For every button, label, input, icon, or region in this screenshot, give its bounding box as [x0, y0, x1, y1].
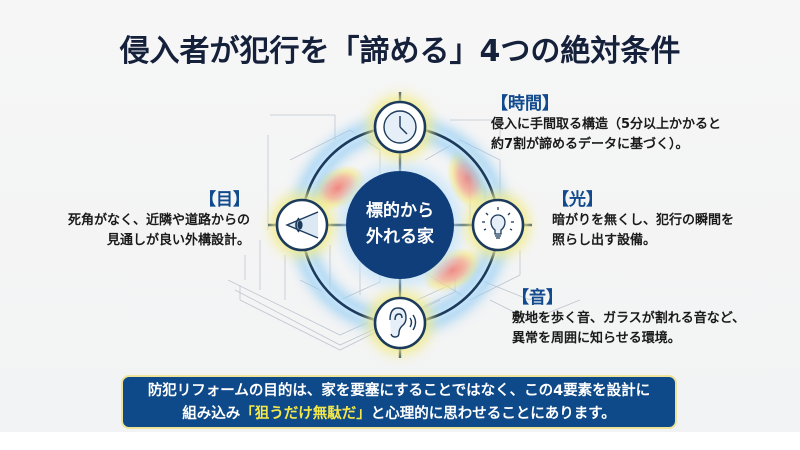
- banner-line2: 組み込み「狙うだけ無駄だ」と心理的に思わせることにあります。: [123, 403, 675, 426]
- lightbulb-icon: [482, 207, 514, 239]
- center-label-line1: 標的から: [366, 201, 434, 221]
- center-label: 標的から 外れる家: [340, 198, 460, 250]
- label-time-line2: 約7割が諦めるデータに基づく）。: [491, 137, 689, 152]
- node-eye: [275, 198, 329, 252]
- label-light-line2: 照らし出す設備。: [552, 233, 657, 248]
- node-time: [373, 100, 427, 154]
- summary-banner: 防犯リフォームの目的は、家を要塞にすることではなく、この4要素を設計に 組み込み…: [121, 375, 677, 429]
- banner-highlight: 「狙うだけ無駄だ」: [240, 406, 371, 422]
- banner-line1: 防犯リフォームの目的は、家を要塞にすることではなく、この4要素を設計に: [147, 383, 651, 399]
- infographic-canvas: 侵入者が犯行を「諦める」4つの絶対条件: [0, 0, 800, 432]
- label-light-heading: 【光】: [552, 190, 603, 210]
- clock-icon: [383, 110, 417, 144]
- label-sound: 【音】 敷地を歩く音、ガラスが割れる音など、 異常を周囲に知らせる環境。: [512, 287, 745, 349]
- label-time-line1: 侵入に手間取る構造（5分以上かかると: [491, 117, 722, 132]
- label-light: 【光】 暗がりを無くし、犯行の瞬間を 照らし出す設備。: [552, 189, 734, 251]
- diagram-art: [227, 92, 581, 358]
- label-time: 【時間】 侵入に手間取る構造（5分以上かかると 約7割が諦めるデータに基づく）。: [491, 93, 721, 155]
- page-title: 侵入者が犯行を「諦める」4つの絶対条件: [119, 34, 681, 69]
- label-eye: 【目】 死角がなく、近隣や道路からの 見通しが良い外構設計。: [48, 189, 250, 251]
- label-sound-line1: 敷地を歩く音、ガラスが割れる音など、: [512, 311, 746, 326]
- label-eye-line2: 見通しが良い外構設計。: [106, 233, 250, 248]
- ear-sound-icon: [389, 307, 417, 338]
- banner-line2-post: と心理的に思わせることにあります。: [370, 406, 616, 422]
- node-sound: [373, 296, 427, 350]
- label-sound-heading: 【音】: [512, 288, 563, 308]
- center-circle: [346, 171, 454, 279]
- label-sound-line2: 異常を周囲に知らせる環境。: [512, 331, 681, 346]
- eye-icon: [285, 211, 319, 239]
- banner-line2-pre: 組み込み: [182, 406, 241, 422]
- label-light-line1: 暗がりを無くし、犯行の瞬間を: [552, 213, 735, 228]
- label-eye-line1: 死角がなく、近隣や道路からの: [67, 213, 250, 228]
- label-eye-heading: 【目】: [199, 190, 250, 210]
- label-time-heading: 【時間】: [491, 94, 559, 114]
- center-label-line2: 外れる家: [366, 227, 434, 247]
- node-light: [471, 198, 525, 252]
